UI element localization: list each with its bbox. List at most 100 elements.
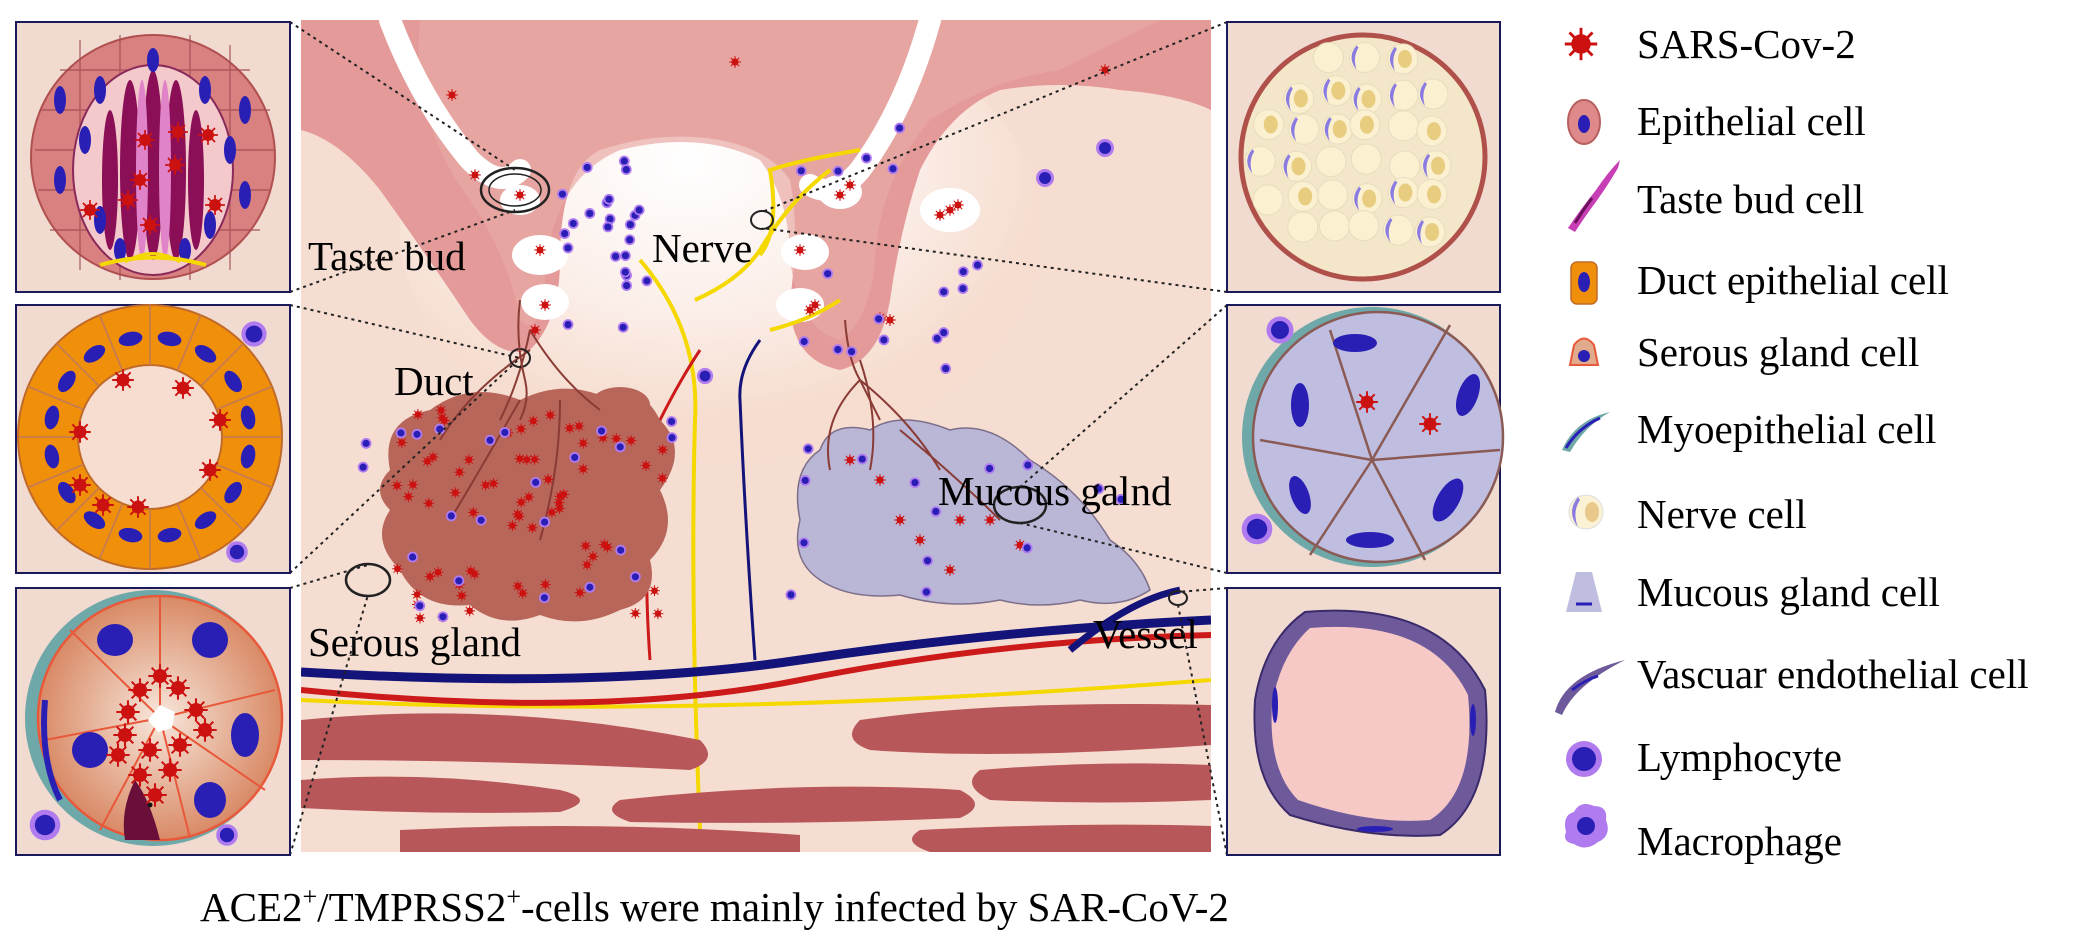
virus-particle [164,154,186,176]
virus-particle [183,697,209,723]
virus-particle [951,198,965,212]
lymphocyte [475,514,487,526]
lymphocyte [539,516,550,528]
virus-particle [640,459,652,472]
inset-vessel [1226,587,1501,856]
lymphocyte [569,452,581,463]
legend-item-vascular-endothelial-cell: Vascuar endothelial cell [1555,651,2029,715]
lymphocyte [610,251,621,262]
lymphocyte [785,589,797,601]
legend-item-lymphocyte: Lymphocyte [1566,734,1842,780]
lymphocyte [802,443,814,455]
lymphocyte [909,477,921,488]
svg-text:Nerve cell: Nerve cell [1637,491,1807,537]
legend-item-epithelial-cell: Epithelial cell [1567,98,1866,145]
virus-particle [522,491,535,503]
lymphocyte [696,367,714,385]
taste-bud-callout-ring [479,166,551,214]
virus-particle [453,466,466,479]
lymphocyte [453,575,465,587]
lymphocyte [798,537,810,549]
virus-particle [873,473,887,487]
virus-particle [652,607,664,620]
virus-particle [581,558,593,571]
svg-text:Serous gland cell: Serous gland cell [1637,329,1919,375]
lymphocyte [1021,542,1033,554]
lymphocyte [620,250,631,261]
virus-particle [411,588,423,601]
virus-particle [391,479,403,492]
inset-nerve [1226,21,1501,293]
virus-particle [463,453,475,466]
virus-particle [953,513,967,527]
serous-gland [380,329,675,622]
lymphocyte [957,266,969,278]
virus-particle [115,699,141,725]
virus-particle [445,88,459,102]
virus-particle [127,677,153,703]
inset-serous-gland [15,587,291,856]
virus-particle [464,565,477,577]
lymphocyte [624,219,636,231]
lymphocyte [584,581,596,593]
virus-particle [139,214,161,236]
lymphocyte [615,544,627,556]
lymphocyte [581,162,593,173]
virus-particle [192,717,218,743]
svg-text:Epithelial cell: Epithelial cell [1637,98,1866,144]
legend-item-myoepithelial-cell: Myoepithelial cell [1562,406,1936,452]
label-vessel: Vessel [1093,611,1198,657]
taste-bud-cell-icon [1568,160,1620,232]
virus-particle [147,663,173,689]
virus-particle [68,473,92,497]
virus-particle [913,533,927,547]
virus-particle [656,472,669,485]
virus-particle [843,453,857,467]
lymphocyte [878,334,890,346]
legend-item-taste-bud-cell: Taste bud cell [1568,160,1864,232]
virus-particle [167,732,193,758]
lymphocyte [620,164,632,176]
lymphocyte [940,363,952,374]
virus-particle [527,415,540,427]
virus-particle [127,762,153,788]
virus-particle [463,604,476,617]
lymphocyte [957,283,969,294]
svg-text:Taste bud cell: Taste bud cell [1637,176,1864,222]
inset-taste-bud [15,21,291,293]
lymphocyte [938,327,950,338]
lymphocyte [873,313,885,325]
main-tissue-panel [301,20,1211,852]
lymphocyte [856,453,868,465]
figure-caption: ACE2+/TMPRSS2+-cells were mainly infecte… [200,882,1229,930]
legend-item-serous-gland-cell: Serous gland cell [1568,329,1919,375]
lymphocyte [445,510,457,522]
virus-particle [68,420,92,444]
virus-particle [487,477,500,490]
virus-particle [933,208,947,222]
virus-particle [587,550,599,563]
svg-text:SARS-Cov-2: SARS-Cov-2 [1637,21,1856,67]
virus-particle [449,486,462,499]
label-serous-gland: Serous gland [308,619,521,665]
virus-particle [412,408,424,421]
lymphocyte [538,592,550,604]
virus-particle [402,490,415,503]
lymphocyte [938,286,950,298]
virus-particle [943,203,957,217]
lymphocyte [633,204,645,216]
legend-item-mucous-gland-cell: Mucous gland cell [1566,569,1940,615]
virus-particle [520,453,533,466]
virus-particle [542,473,555,486]
lymphocyte-icon [1566,741,1602,777]
virus-particle [515,496,528,509]
virus-particle [579,539,592,552]
lymphocyte [395,427,407,439]
virus-particle [983,513,997,527]
lymphocyte [617,321,629,333]
lymphocyte [484,434,496,446]
virus-particle [511,508,524,520]
virus-particle [625,434,637,447]
virus-particle [577,437,590,450]
virus-particle [563,422,576,435]
